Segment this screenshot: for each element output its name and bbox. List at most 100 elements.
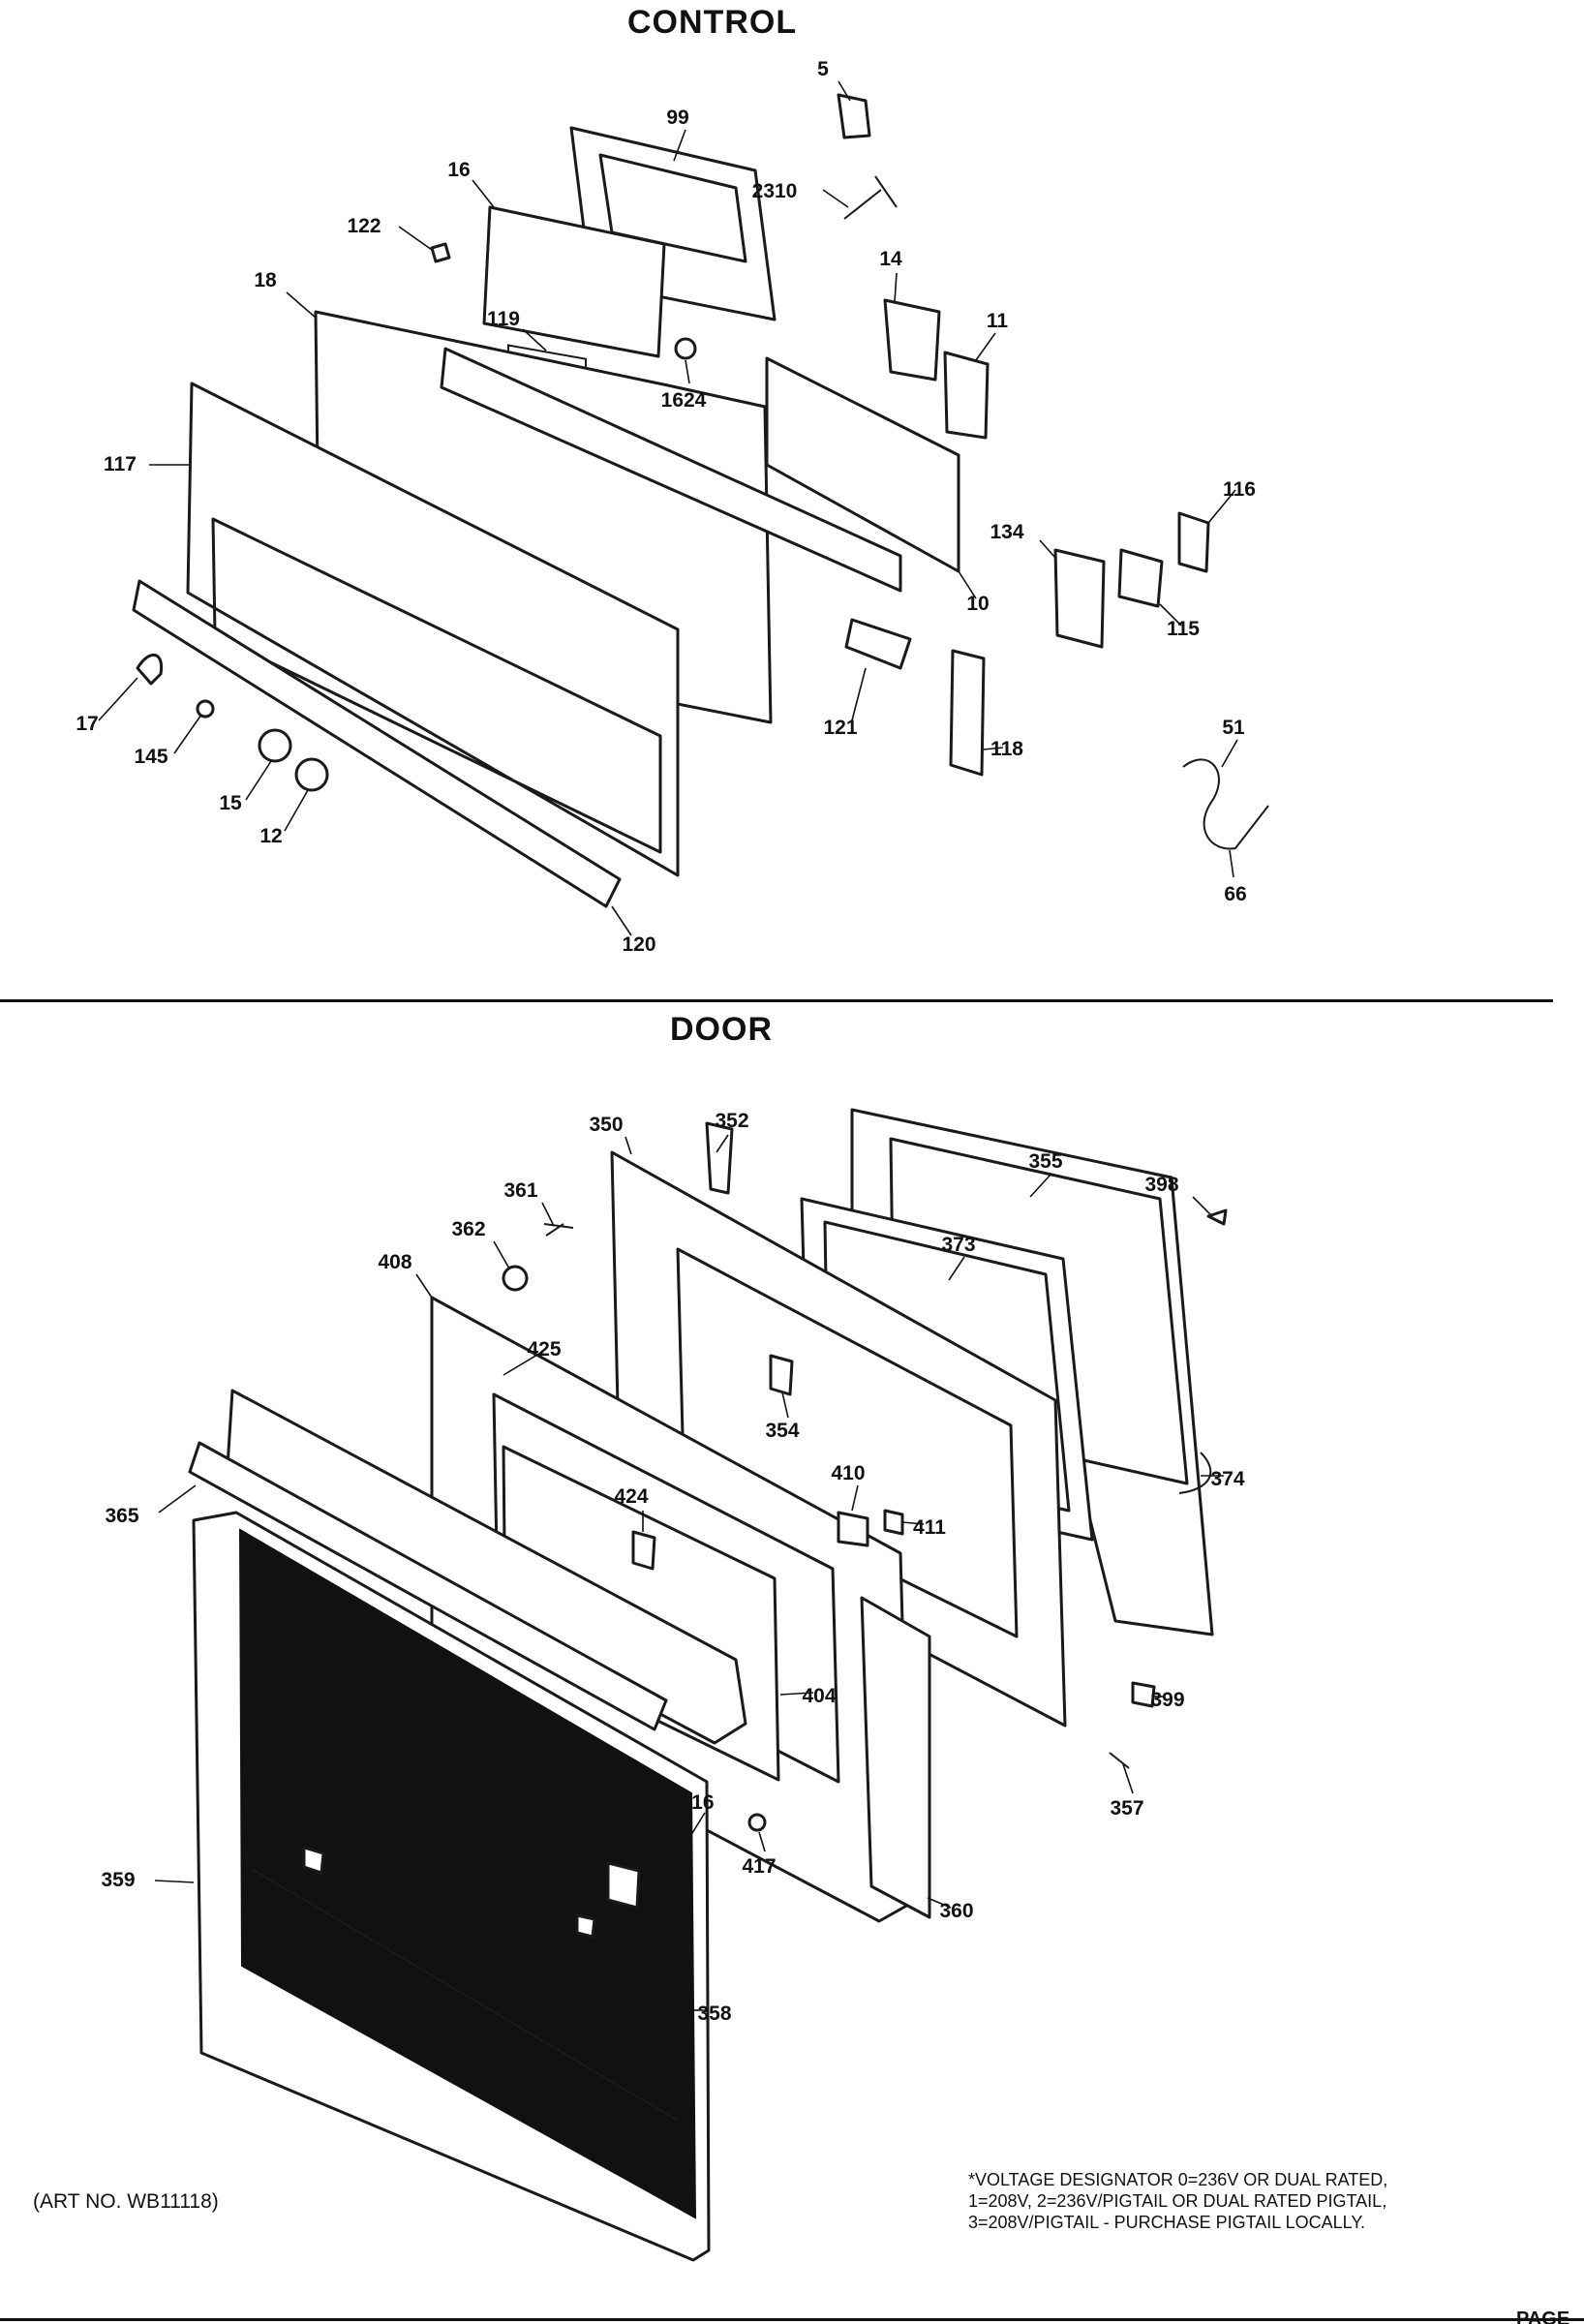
callout-door-419: 419	[380, 2018, 413, 2040]
section-title-control: CONTROL	[627, 4, 798, 41]
callout-door-365: 365	[105, 1505, 138, 1527]
leader-line-control-119	[522, 328, 547, 352]
callout-control-118: 118	[990, 738, 1023, 760]
leader-line-door-419	[406, 1978, 413, 2019]
leader-line-control-14	[894, 272, 898, 303]
callout-control-134: 134	[990, 521, 1023, 543]
leader-line-control-51	[1221, 739, 1238, 768]
leader-line-door-373	[948, 1256, 965, 1281]
leader-line-door-404	[779, 1692, 814, 1696]
leader-line-control-115	[1159, 603, 1182, 627]
leader-line-door-357	[1122, 1763, 1134, 1794]
leader-line-control-16	[472, 179, 495, 208]
leader-line-control-15	[245, 760, 272, 801]
part-117-frame	[186, 382, 680, 877]
callout-door-422: 422	[550, 1834, 584, 1856]
callout-door-408: 408	[378, 1251, 411, 1273]
part-362-washer	[502, 1265, 529, 1292]
leader-line-door-411	[901, 1521, 925, 1525]
part-424-bracket	[631, 1530, 656, 1571]
part-350-panel	[610, 1150, 1067, 1728]
callout-labels: 5992310161221418111191624117116134101151…	[76, 58, 1256, 2040]
leader-line-control-116	[1207, 489, 1236, 524]
callout-control-99: 99	[666, 107, 688, 129]
leader-line-door-365	[158, 1484, 197, 1514]
section-title-door: DOOR	[670, 1011, 773, 1048]
leader-line-control-99	[673, 129, 686, 162]
callout-control-121: 121	[823, 717, 857, 739]
door-assembly	[188, 1108, 1228, 2262]
section-divider	[0, 999, 1553, 1002]
callout-control-10: 10	[966, 593, 989, 615]
part-119-harness	[440, 347, 902, 593]
leader-line-door-418	[289, 1872, 307, 1947]
callout-door-416: 416	[680, 1791, 714, 1814]
callout-control-16: 16	[447, 159, 470, 181]
part-120-trim	[132, 579, 622, 908]
part-365-trim	[188, 1441, 668, 1731]
callout-control-14: 14	[879, 248, 902, 270]
callout-door-357: 357	[1110, 1797, 1143, 1819]
leader-line-control-121	[851, 667, 867, 721]
part-360-side	[860, 1596, 931, 1919]
leader-line-control-118	[983, 747, 1004, 750]
leader-line-control-11	[975, 332, 996, 361]
callout-door-399: 399	[519, 1865, 553, 1887]
leader-line-door-425	[503, 1351, 543, 1376]
part-16-timer	[482, 205, 666, 358]
callout-door-424: 424	[614, 1485, 648, 1508]
control-assembly	[132, 93, 1269, 908]
footnote-line: *VOLTAGE DESIGNATOR 0=236V OR DUAL RATED…	[968, 2170, 1388, 2189]
callout-control-12: 12	[259, 825, 282, 847]
leader-line-door-360	[927, 1897, 952, 1909]
leader-line-door-350	[624, 1136, 632, 1155]
part-354-bracket	[769, 1354, 794, 1396]
callout-door-374: 374	[1210, 1468, 1244, 1490]
callout-door-417: 417	[742, 1855, 776, 1878]
part-17-bulb	[136, 654, 164, 686]
part-11-switch	[943, 351, 990, 440]
part-422-bracket	[606, 1861, 641, 1910]
page-label: PAGE 1	[1516, 2309, 1570, 2324]
part-352-bracket	[705, 1121, 734, 1195]
part-2310-lamp	[843, 175, 898, 220]
callout-control-119: 119	[487, 308, 520, 330]
callout-control-122: 122	[347, 215, 381, 237]
leader-line-control-5	[838, 80, 851, 102]
part-145-screw	[196, 699, 215, 719]
callout-door-361: 361	[503, 1179, 537, 1202]
leader-line-control-145	[173, 714, 202, 754]
callout-door-398: 398	[1144, 1174, 1178, 1196]
leader-line-control-122	[398, 226, 433, 251]
leader-line-door-354	[781, 1391, 789, 1419]
part-116-clip	[1177, 511, 1210, 573]
callout-door-399: 399	[1150, 1689, 1184, 1711]
part-399-bumper-lower	[575, 1913, 596, 1939]
part-122-clip	[430, 242, 451, 263]
part-374-wire	[1178, 1452, 1212, 1494]
leader-line-door-359	[154, 1880, 195, 1883]
callout-door-358: 358	[697, 2003, 731, 2025]
bottom-rule	[0, 2318, 1584, 2321]
part-410-hinge	[837, 1511, 869, 1547]
part-115-switch	[1117, 548, 1164, 608]
callout-control-145: 145	[134, 746, 168, 768]
part-15-knob	[258, 728, 292, 763]
part-411-clip	[883, 1509, 904, 1536]
leader-line-control-17	[98, 677, 138, 721]
callout-control-120: 120	[622, 933, 655, 956]
part-398-clip	[1206, 1208, 1228, 1226]
part-12-knob	[294, 757, 329, 792]
leader-line-control-2310	[822, 189, 849, 208]
part-134-block	[1053, 548, 1106, 649]
leader-line-door-362	[493, 1240, 510, 1269]
callout-door-360: 360	[939, 1900, 973, 1922]
callout-door-418: 418	[261, 1946, 295, 1969]
part-358-dark-glass	[238, 1528, 697, 2219]
callout-control-117: 117	[104, 453, 137, 475]
leader-line-control-134	[1039, 539, 1056, 559]
part-121-rail	[844, 618, 912, 670]
leader-line-door-361	[541, 1202, 555, 1227]
callout-door-350: 350	[589, 1114, 623, 1136]
part-1624-nut	[674, 337, 697, 360]
